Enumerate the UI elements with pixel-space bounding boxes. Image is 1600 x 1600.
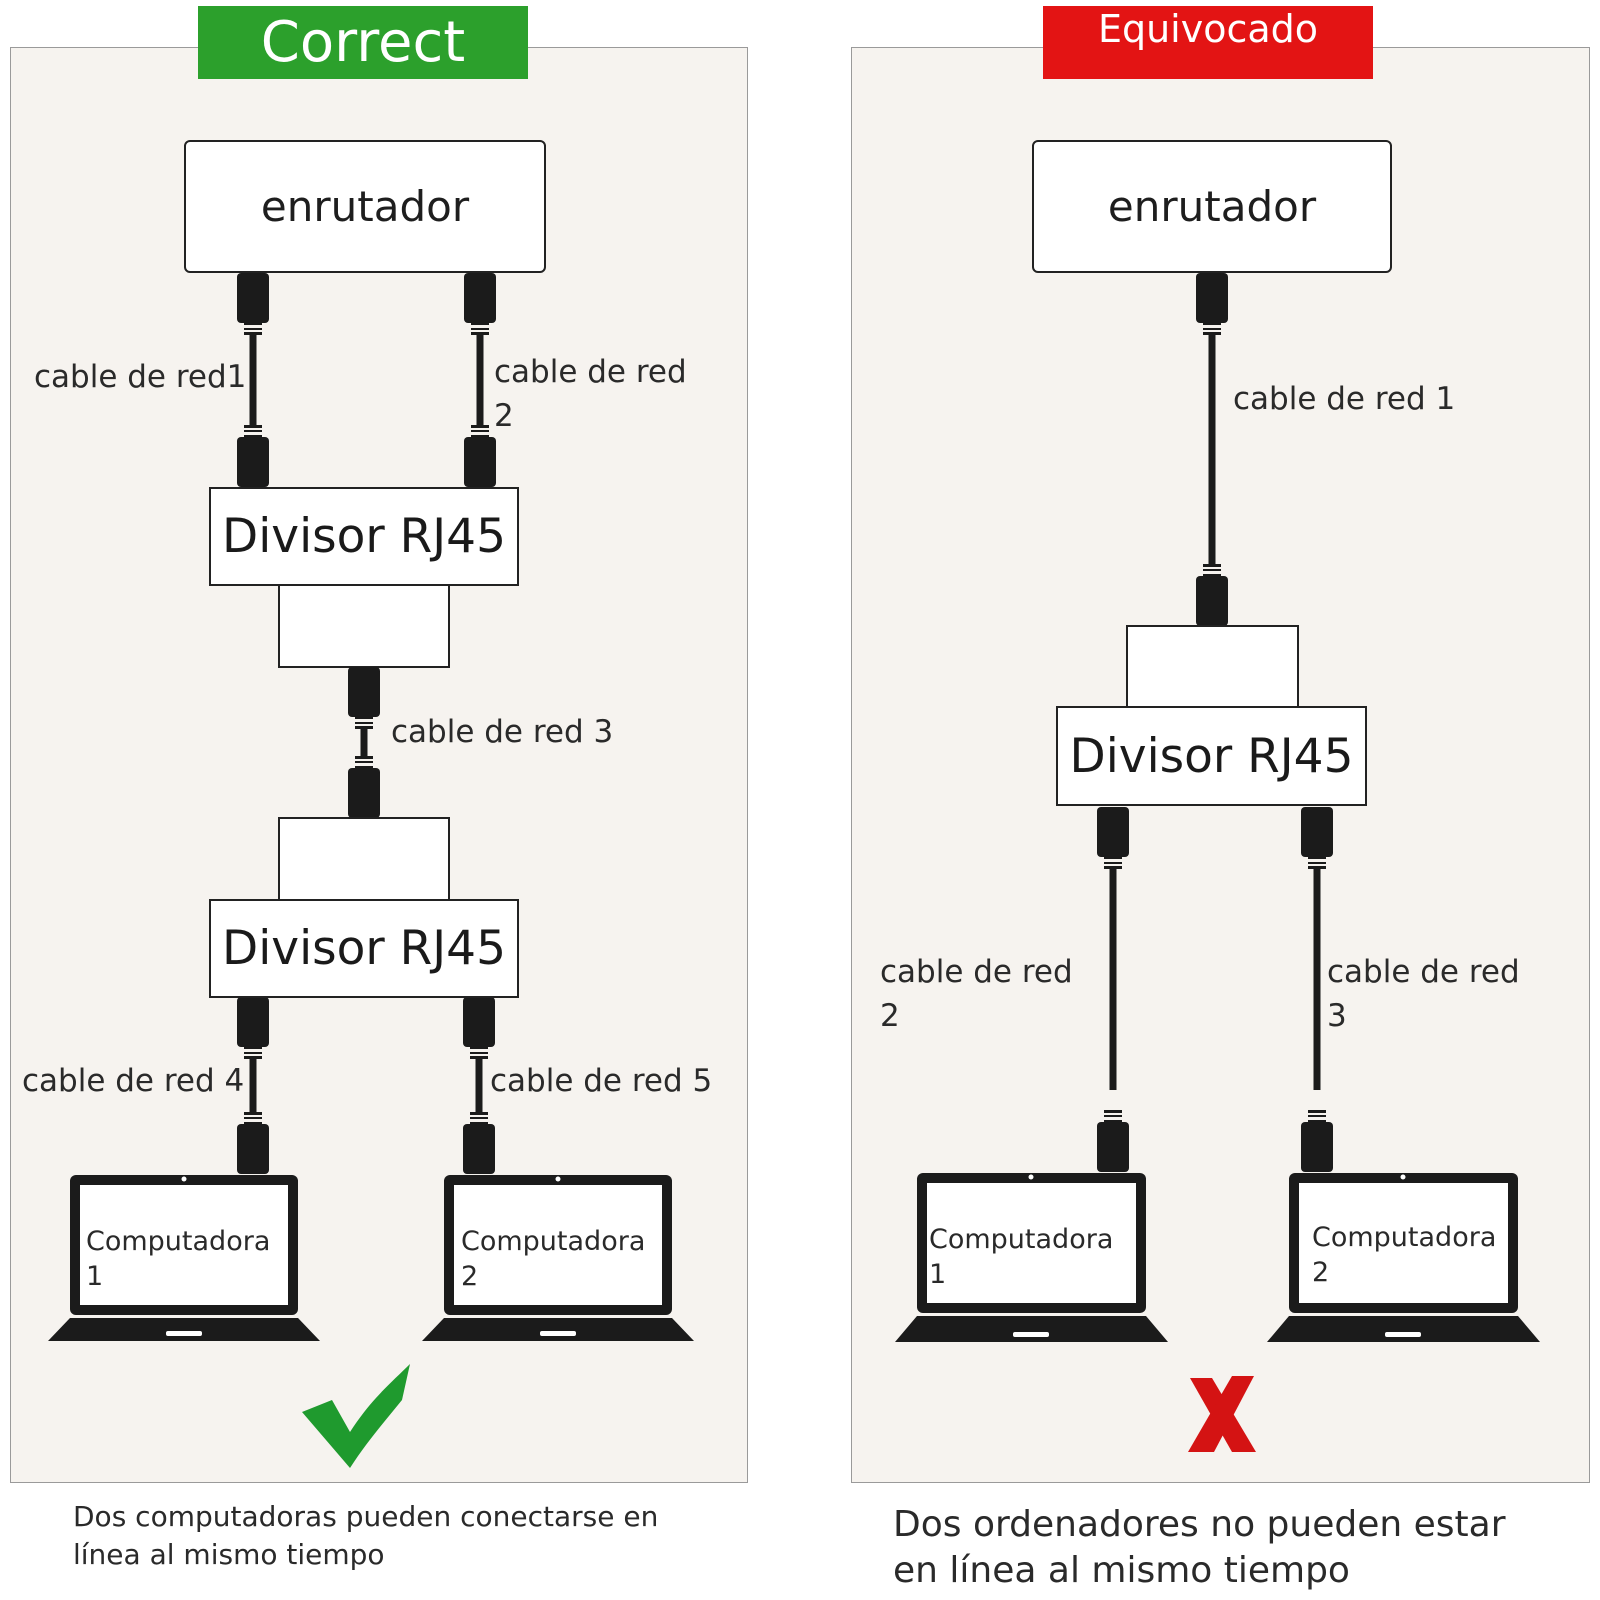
wrong-plug-1b <box>1196 564 1228 626</box>
wrong-laptop-2 <box>1267 1173 1540 1342</box>
correct-pc-2-label: Computadora 2 <box>461 1224 645 1294</box>
wrong-plug-3a <box>1301 807 1333 869</box>
wrong-cable-1-label: cable de red 1 <box>1233 381 1456 417</box>
wrong-plug-2b <box>1097 1110 1129 1172</box>
correct-plug-4a <box>237 997 269 1059</box>
wrong-pc-1-label: Computadora 1 <box>929 1222 1113 1292</box>
wrong-cable-3-label-line2: 3 <box>1327 998 1347 1034</box>
wrong-laptop-1 <box>895 1173 1168 1342</box>
wrong-cable-2-label-line1: cable de red <box>880 954 1073 990</box>
correct-caption: Dos computadoras pueden conectarse en lí… <box>73 1498 658 1574</box>
correct-router-label: enrutador <box>260 182 470 231</box>
correct-plug-5b <box>463 1112 495 1174</box>
correct-laptop-1 <box>48 1175 320 1341</box>
correct-pc-1-line1: Computadora <box>86 1226 271 1257</box>
wrong-splitter: Divisor RJ45 <box>1056 706 1367 806</box>
correct-splitter-top-label: Divisor RJ45 <box>222 509 506 564</box>
correct-plug-1a <box>237 273 269 335</box>
wrong-pc-1-line1: Computadora <box>929 1224 1114 1255</box>
correct-pc-2-line2: 2 <box>461 1261 479 1292</box>
correct-router-box: enrutador <box>184 140 546 273</box>
wrong-plug-2a <box>1097 807 1129 869</box>
correct-pc-1-line2: 1 <box>86 1261 104 1292</box>
wrong-pc-2-line2: 2 <box>1312 1257 1330 1288</box>
wrong-pc-2-label: Computadora 2 <box>1312 1220 1496 1290</box>
wrong-banner: Equivocado <box>1043 6 1373 79</box>
correct-splitter-bottom-body <box>278 817 450 902</box>
wrong-cable-2-label-line2: 2 <box>880 998 900 1034</box>
wrong-pc-1-line2: 1 <box>929 1259 947 1290</box>
correct-cable-4-label: cable de red 4 <box>22 1063 245 1099</box>
correct-cable-3-label: cable de red 3 <box>391 714 614 750</box>
correct-plug-1b <box>237 425 269 487</box>
correct-banner: Correct <box>198 6 528 79</box>
correct-caption-line1: Dos computadoras pueden conectarse en <box>73 1500 659 1533</box>
correct-splitter-bottom: Divisor RJ45 <box>209 899 519 998</box>
correct-pc-2-line1: Computadora <box>461 1226 646 1257</box>
correct-cable-2-label-line2: 2 <box>494 398 514 434</box>
correct-plug-2a <box>464 273 496 335</box>
wrong-splitter-label: Divisor RJ45 <box>1069 728 1354 784</box>
correct-cable-2-label-line1: cable de red <box>494 354 687 390</box>
wrong-caption-line1: Dos ordenadores no pueden estar <box>893 1504 1506 1545</box>
correct-cable-2-label: cable de red 2 <box>494 350 687 438</box>
cross-icon <box>1188 1376 1256 1452</box>
correct-splitter-bottom-label: Divisor RJ45 <box>222 921 506 976</box>
correct-caption-line2: línea al mismo tiempo <box>73 1538 385 1571</box>
correct-plug-2b <box>464 425 496 487</box>
wrong-pc-2-line1: Computadora <box>1312 1222 1497 1253</box>
wrong-cable-3-label: cable de red 3 <box>1327 950 1520 1038</box>
wrong-cable-3-label-line1: cable de red <box>1327 954 1520 990</box>
correct-splitter-top-body <box>278 583 450 668</box>
check-icon <box>302 1364 410 1468</box>
correct-plug-3a <box>348 667 380 729</box>
correct-cable-1-label: cable de red1 <box>34 359 247 395</box>
wrong-caption: Dos ordenadores no pueden estar en línea… <box>893 1502 1506 1594</box>
wrong-splitter-body <box>1126 625 1299 709</box>
wrong-plug-3b <box>1301 1110 1333 1172</box>
wrong-cable-2-label: cable de red 2 <box>880 950 1073 1038</box>
wrong-router-label: enrutador <box>1107 182 1317 231</box>
correct-plug-3b <box>348 756 380 818</box>
wrong-banner-text: Equivocado <box>1097 7 1319 51</box>
correct-pc-1-label: Computadora 1 <box>86 1224 270 1294</box>
correct-banner-text: Correct <box>260 10 466 75</box>
correct-cable-5-label: cable de red 5 <box>490 1063 713 1099</box>
correct-plug-5a <box>463 997 495 1059</box>
wrong-router-box: enrutador <box>1032 140 1392 273</box>
wrong-caption-line2: en línea al mismo tiempo <box>893 1550 1350 1591</box>
correct-plug-4b <box>237 1112 269 1174</box>
correct-splitter-top: Divisor RJ45 <box>209 487 519 586</box>
correct-laptop-2 <box>422 1175 694 1341</box>
wrong-plug-1a <box>1196 273 1228 335</box>
